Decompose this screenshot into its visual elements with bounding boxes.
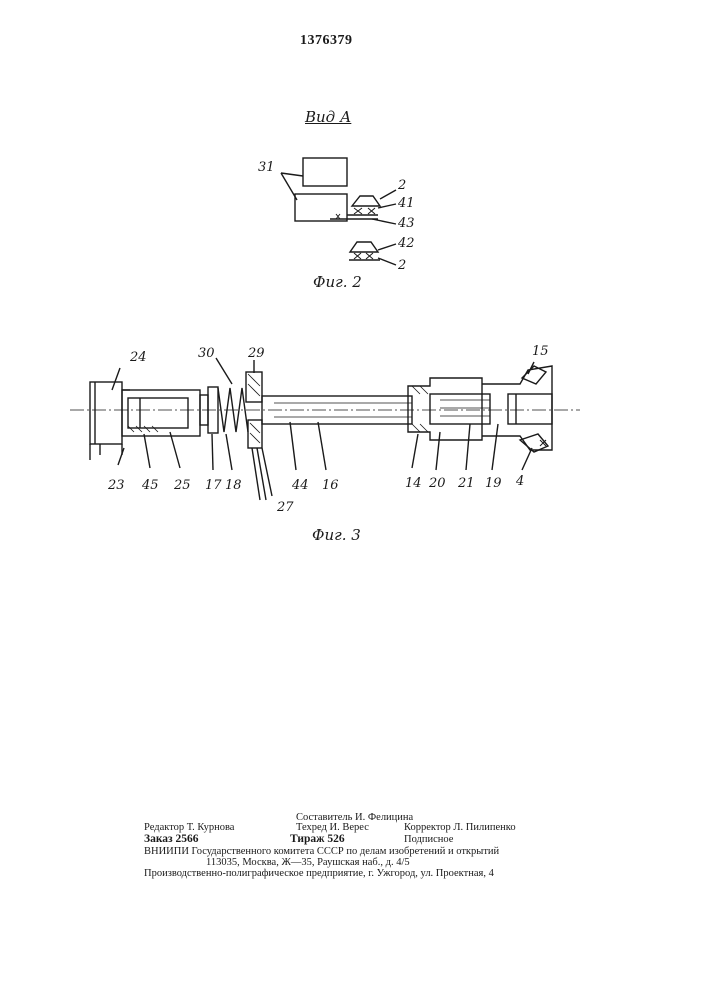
fig2-label-2-lower: 2 [398, 258, 406, 273]
fig2-label-2-upper: 2 [398, 178, 406, 193]
imprint-address: 113035, Москва, Ж—35, Раушская наб., д. … [206, 857, 410, 868]
fig2-block-upper [303, 158, 347, 186]
fig3-label-23: 23 [108, 478, 125, 493]
fig3-spring-30 [218, 388, 248, 432]
fig2-label-41: 41 [398, 196, 415, 211]
fig3-label-29: 29 [248, 346, 265, 361]
fig3-label-16: 16 [322, 478, 339, 493]
fig2-block-lower [295, 194, 347, 221]
imprint-printer: Производственно-полиграфическое предприя… [144, 868, 494, 879]
imprint-corrector: Корректор Л. Пилипенко [404, 822, 516, 833]
fig2-upper-device [352, 196, 380, 206]
fig3-bracket-29 [246, 372, 262, 402]
fig3-label-24: 24 [130, 350, 147, 365]
fig3-label-14: 14 [405, 476, 422, 491]
fig3-label-15: 15 [532, 344, 549, 359]
fig3-label-4: 4 [516, 474, 524, 489]
fig2-caption: Фиг. 2 [313, 273, 362, 291]
fig2-label-42: 42 [398, 236, 415, 251]
imprint-editor: Редактор Т. Курнова [144, 822, 234, 833]
fig2-lower-device [350, 242, 378, 252]
imprint-subscription: Подписное [404, 834, 453, 845]
fig3-label-20: 20 [429, 476, 446, 491]
fig2-label-43: 43 [398, 216, 415, 231]
fig3-label-17: 17 [205, 478, 222, 493]
fig2-label-31: 31 [258, 160, 275, 175]
imprint-techred: Техред И. Верес [296, 822, 369, 833]
fig3-label-19: 19 [485, 476, 502, 491]
fig3-label-44: 44 [292, 478, 309, 493]
fig3-label-21: 21 [458, 476, 475, 491]
imprint-institute: ВНИИПИ Государственного комитета СССР по… [144, 846, 499, 857]
fig3-caption: Фиг. 3 [312, 526, 361, 544]
fig3-label-27: 27 [277, 500, 294, 515]
imprint-circulation: Тираж 526 [290, 833, 345, 845]
fig3-label-45: 45 [142, 478, 159, 493]
fig3-label-18: 18 [225, 478, 242, 493]
fig3-label-25: 25 [174, 478, 191, 493]
imprint-order: Заказ 2566 [144, 833, 199, 845]
fig3-label-30: 30 [198, 346, 215, 361]
